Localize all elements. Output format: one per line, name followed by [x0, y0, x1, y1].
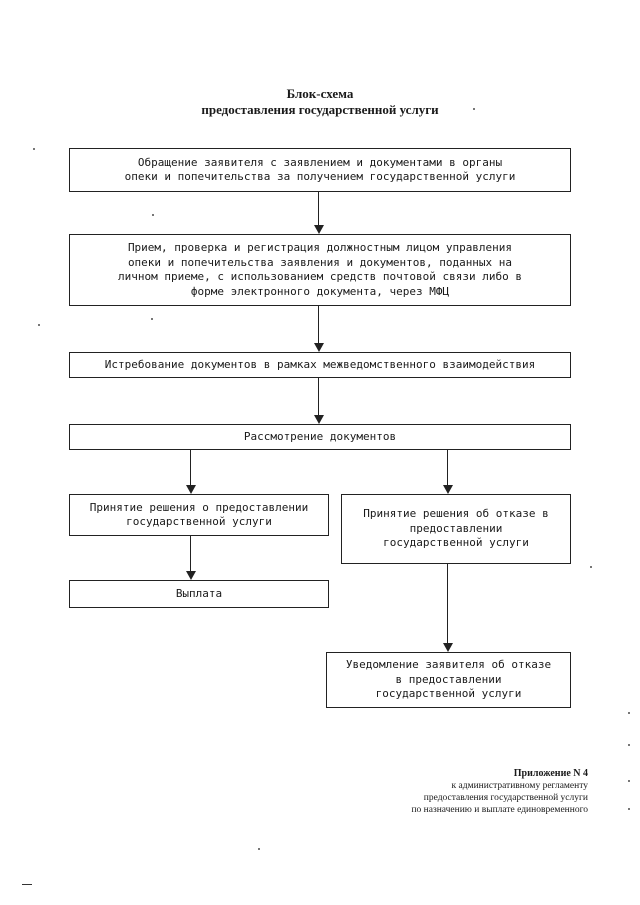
flow-box-reception-text: Прием, проверка и регистрация должностны…: [118, 241, 522, 298]
scan-speck: [151, 318, 153, 320]
scan-speck: [628, 780, 630, 782]
appendix-note: Приложение N 4 к административному регла…: [411, 768, 588, 816]
scan-speck: [590, 566, 592, 568]
arrow-down-icon: [314, 192, 324, 234]
flow-box-payment-text: Выплата: [175, 586, 223, 600]
scan-speck: [33, 148, 35, 150]
flow-box-review-text: Рассмотрение документов: [243, 429, 397, 443]
flow-box-review: Рассмотрение документов: [69, 424, 571, 450]
scan-speck: [152, 214, 154, 216]
arrow-down-icon: [186, 536, 196, 580]
appendix-line: по назначению и выплате единовременного: [411, 805, 588, 815]
arrow-down-icon: [443, 450, 453, 494]
flow-box-reception: Прием, проверка и регистрация должностны…: [69, 234, 571, 306]
flow-box-document-request: Истребование документов в рамках межведо…: [69, 352, 571, 378]
scan-speck: [258, 848, 260, 850]
scan-speck: [628, 808, 630, 810]
flow-box-approval-decision-text: Принятие решения о предоставлении госуда…: [89, 500, 309, 529]
arrow-down-icon: [314, 306, 324, 352]
appendix-line: предоставления государственной услуги: [423, 793, 588, 803]
flow-box-payment: Выплата: [69, 580, 329, 608]
scan-mark: [22, 884, 32, 886]
flow-box-refusal-notice: Уведомление заявителя об отказе в предос…: [326, 652, 571, 708]
flow-box-refusal-notice-text: Уведомление заявителя об отказе в предос…: [345, 658, 552, 701]
flow-box-document-request-text: Истребование документов в рамках межведо…: [104, 357, 536, 371]
arrow-down-icon: [314, 378, 324, 424]
flow-box-approval-decision: Принятие решения о предоставлении госуда…: [69, 494, 329, 536]
flow-box-refusal-decision-text: Принятие решения об отказе в предоставле…: [363, 507, 549, 550]
diagram-title: Блок-схема: [286, 86, 354, 101]
arrow-down-icon: [186, 450, 196, 494]
flow-box-application-text: Обращение заявителя с заявлением и докум…: [124, 155, 516, 184]
scan-speck: [628, 744, 630, 746]
appendix-number: Приложение N 4: [513, 768, 588, 779]
arrow-down-icon: [443, 564, 453, 652]
flow-box-refusal-decision: Принятие решения об отказе в предоставле…: [341, 494, 571, 564]
flow-box-application: Обращение заявителя с заявлением и докум…: [69, 148, 571, 192]
diagram-subtitle: предоставления государственной услуги: [201, 102, 439, 117]
scan-speck: [473, 108, 475, 110]
appendix-line: к административному регламенту: [451, 781, 588, 791]
scan-speck: [628, 712, 630, 714]
scan-speck: [38, 324, 40, 326]
